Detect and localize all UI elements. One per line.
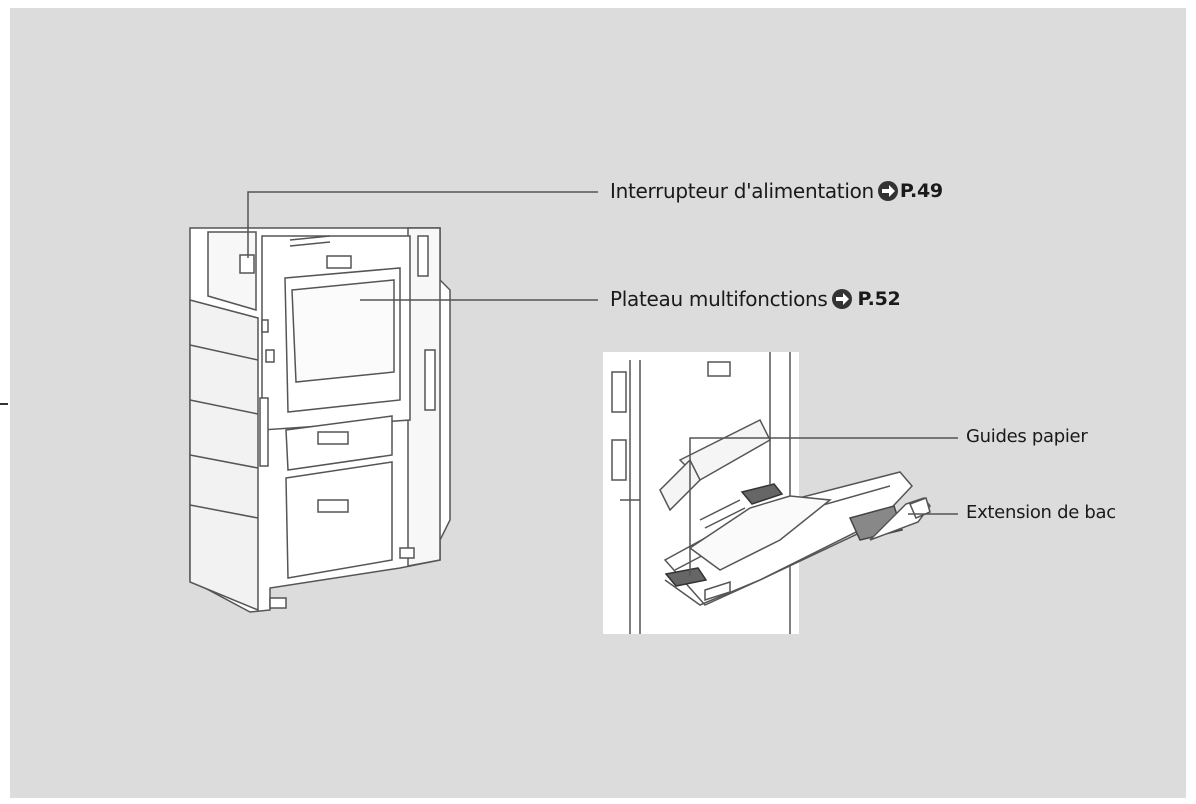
page-ref-arrow-icon bbox=[877, 181, 898, 201]
leader-guide-left bbox=[689, 437, 958, 576]
callout-multi-tray: Plateau multifonctions P.52 bbox=[610, 287, 901, 311]
power-switch-page-link[interactable]: P.49 bbox=[899, 180, 943, 202]
paper-guides-label: Guides papier bbox=[966, 426, 1088, 447]
multi-tray-page-link[interactable]: P.52 bbox=[857, 288, 901, 310]
callout-power-switch: Interrupteur d'alimentation P.49 bbox=[610, 179, 943, 203]
printer-illustration bbox=[189, 227, 451, 613]
tray-extension-label: Extension de bac bbox=[966, 502, 1116, 523]
callout-paper-guides: Guides papier bbox=[966, 426, 1088, 447]
callout-tray-extension: Extension de bac bbox=[966, 502, 1116, 523]
multi-tray-label: Plateau multifonctions bbox=[610, 287, 828, 311]
power-switch-label: Interrupteur d'alimentation bbox=[610, 179, 874, 203]
page-ref-arrow-icon bbox=[831, 289, 852, 309]
leader-power-switch bbox=[247, 191, 598, 258]
tray-detail-illustration bbox=[603, 352, 931, 634]
leader-lines bbox=[247, 191, 958, 576]
